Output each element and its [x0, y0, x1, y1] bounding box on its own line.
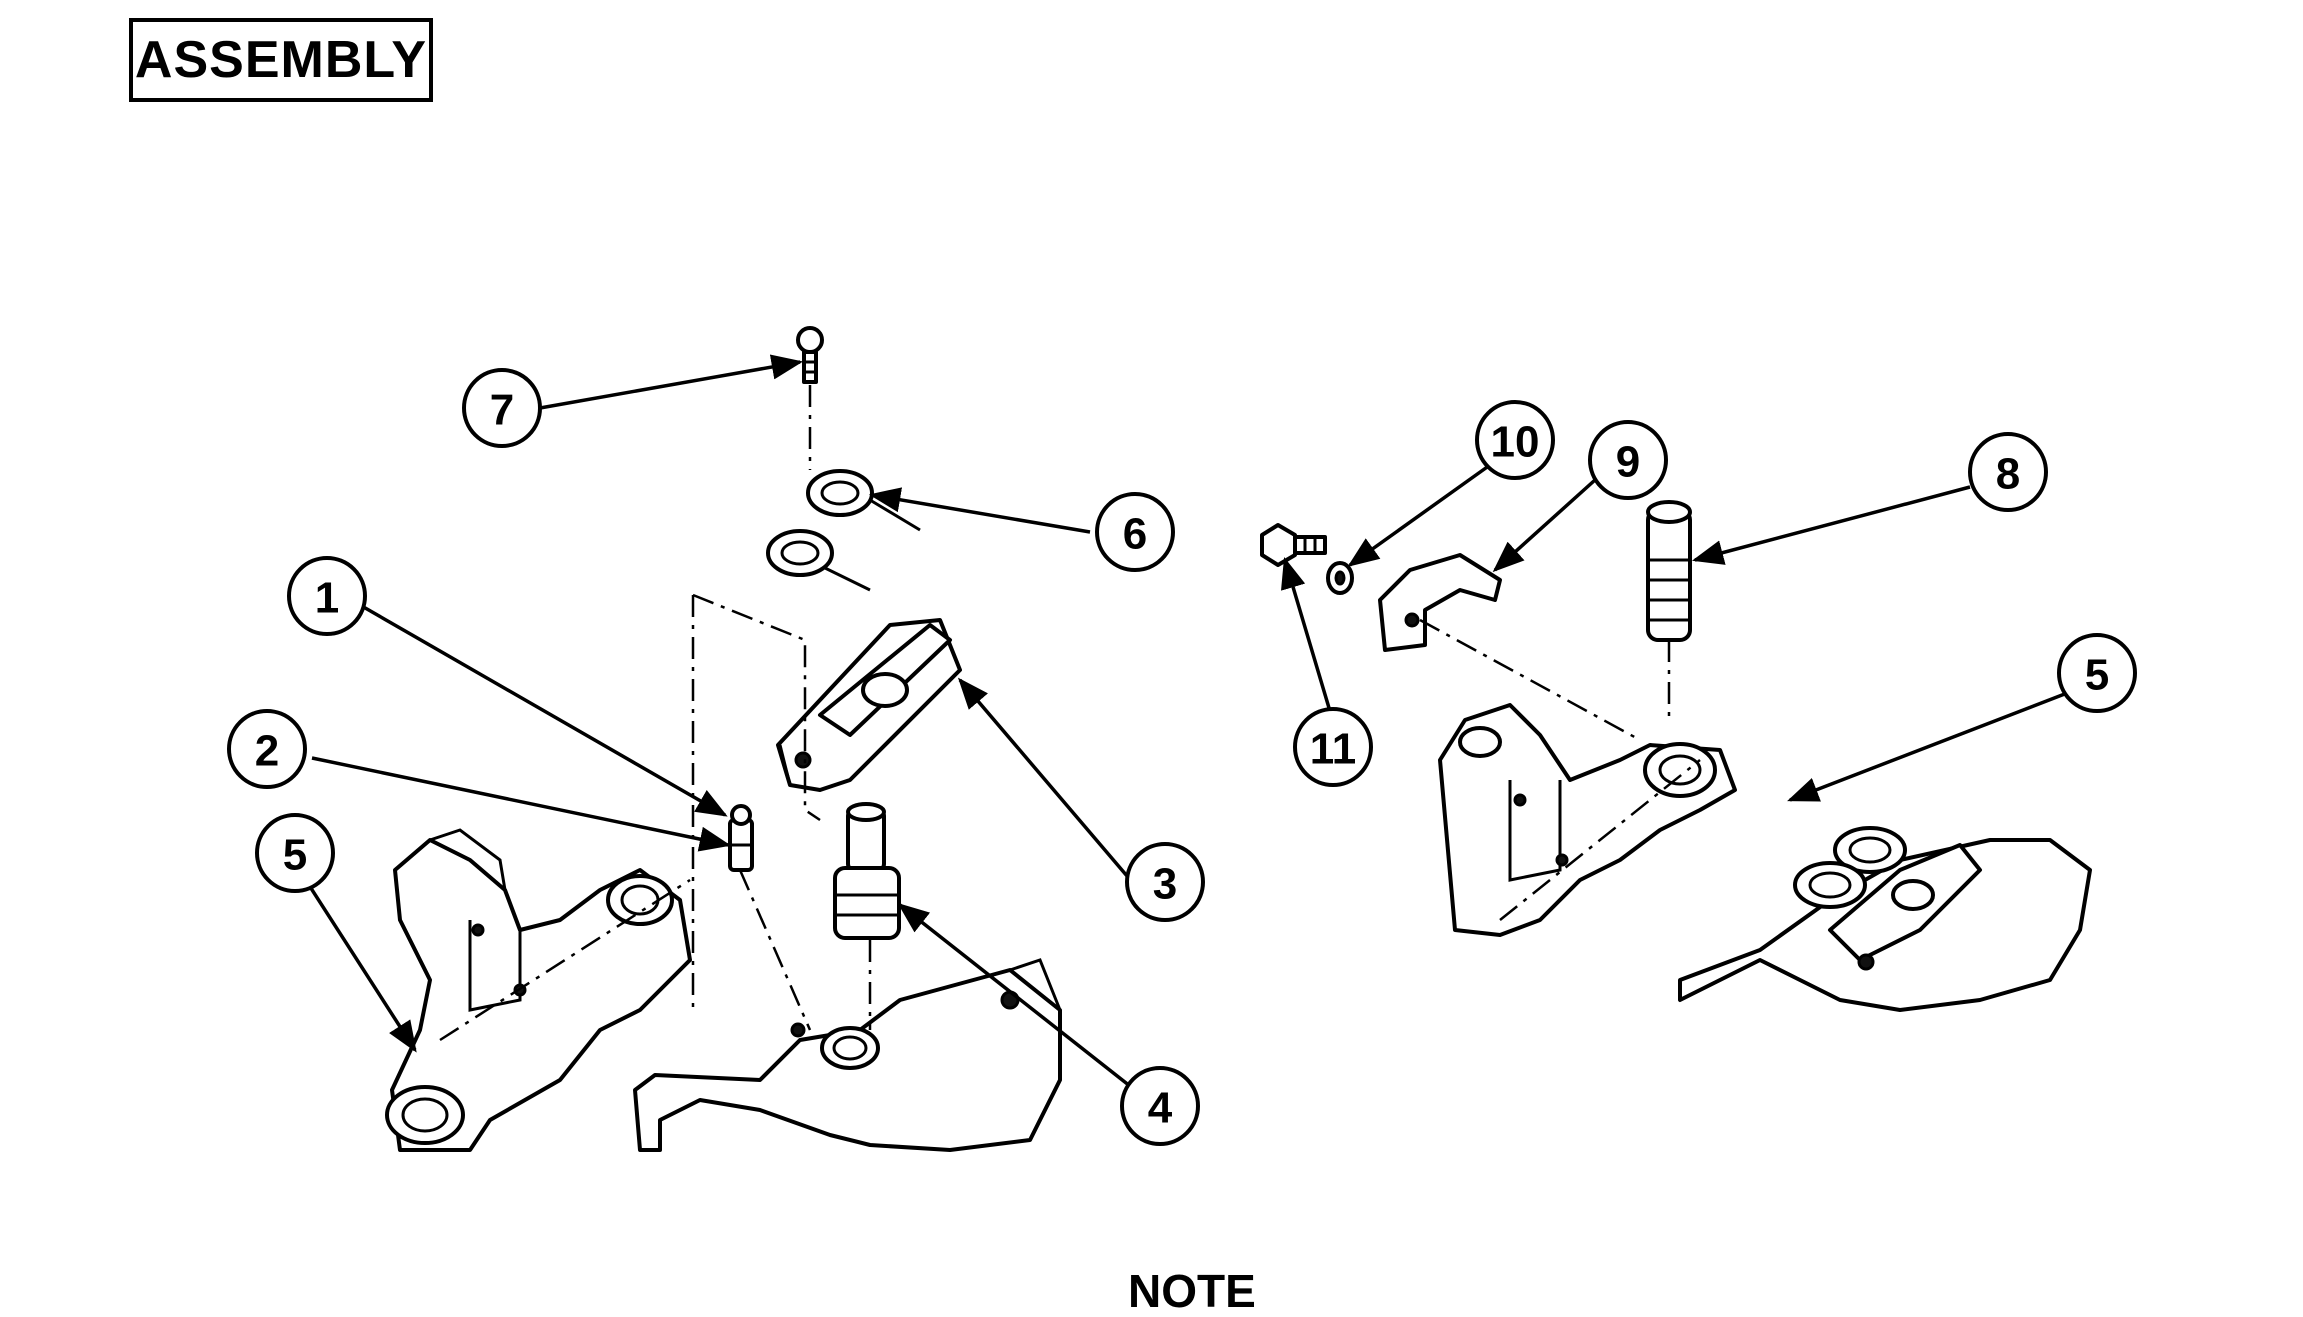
- callout-4: 4: [1120, 1066, 1200, 1146]
- spring: [766, 469, 921, 592]
- callout-label: 9: [1616, 438, 1640, 487]
- callout-1: 1: [287, 556, 367, 636]
- washer: [1326, 561, 1354, 595]
- callout-8: 8: [1968, 432, 2048, 512]
- callout-label: 4: [1148, 1084, 1173, 1133]
- fitting: [728, 804, 754, 872]
- callout-6: 6: [1095, 492, 1175, 572]
- callout-10: 10: [1475, 400, 1555, 480]
- callout-label: 5: [2085, 651, 2109, 700]
- callout-5-right: 5: [2057, 633, 2137, 713]
- section-title-box: ASSEMBLY: [129, 18, 433, 102]
- callout-label: 11: [1310, 725, 1357, 774]
- lever-assembled: [1678, 826, 2092, 1012]
- bolt: [1260, 523, 1327, 567]
- callout-label: 7: [490, 386, 514, 435]
- callout-11: 11: [1293, 707, 1373, 787]
- housing-left: [385, 828, 692, 1152]
- callout-label: 1: [315, 574, 339, 623]
- callout-label: 5: [283, 831, 307, 880]
- callout-9: 9: [1588, 420, 1668, 500]
- lever-body: [633, 958, 1062, 1152]
- right-assembly: [1260, 500, 2092, 1012]
- callout-7: 7: [462, 368, 542, 448]
- section-title: ASSEMBLY: [134, 31, 428, 89]
- callout-label: 3: [1153, 860, 1177, 909]
- left-assembly: [385, 326, 1062, 1152]
- callout-2: 2: [227, 709, 307, 789]
- pin: [833, 802, 901, 940]
- note-heading: NOTE: [1128, 1265, 1256, 1317]
- leader-lines: [305, 354, 2076, 1092]
- callout-3: 3: [1125, 842, 1205, 922]
- clevis-bracket: [1378, 553, 1502, 652]
- callout-label: 6: [1123, 510, 1147, 559]
- callout-label: 8: [1996, 450, 2020, 499]
- screw: [796, 326, 824, 384]
- callout-label: 2: [255, 727, 279, 776]
- bracket: [776, 618, 962, 792]
- callout-label: 10: [1491, 418, 1540, 467]
- pin-right: [1646, 500, 1692, 642]
- housing-right: [1438, 703, 1737, 937]
- callout-5-left: 5: [255, 813, 335, 893]
